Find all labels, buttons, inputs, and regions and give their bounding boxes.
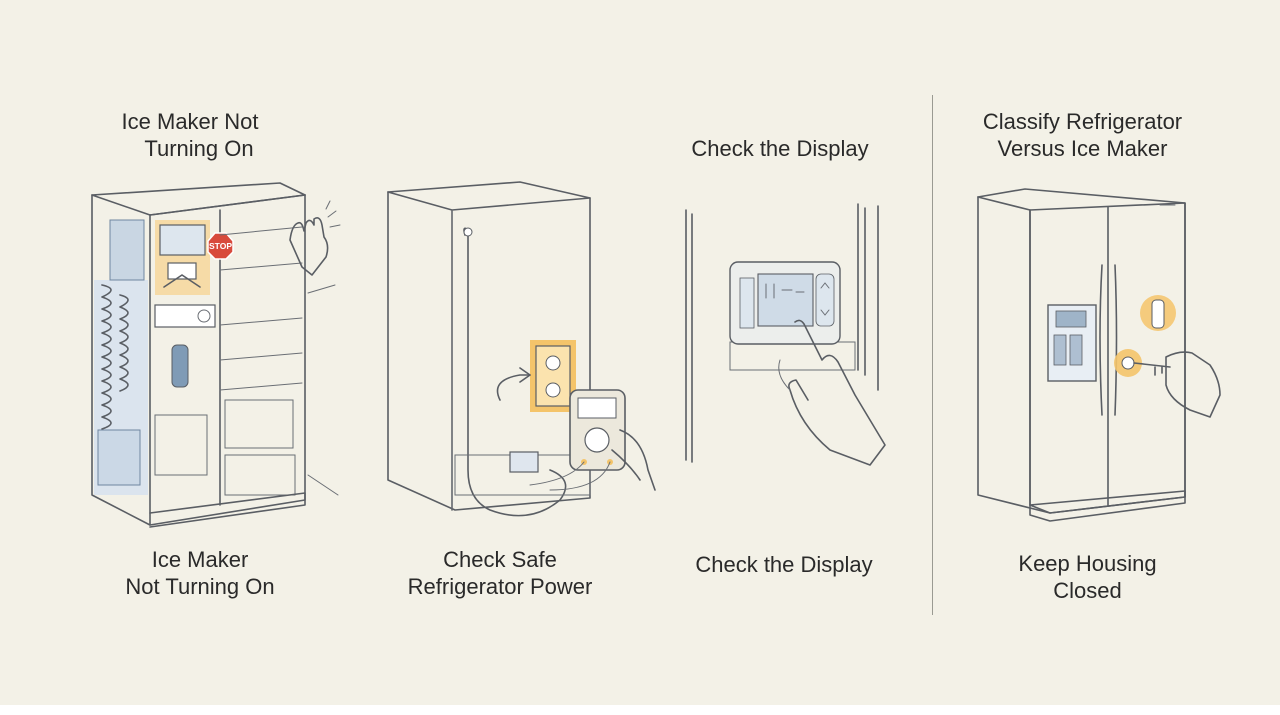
section-divider: [932, 95, 933, 615]
panel-3-top-label: Check the Display: [660, 135, 900, 162]
panel-1-top-line-2: Turning On: [144, 136, 254, 161]
hand-icon: [289, 200, 341, 276]
panel-1-bottom-line-1: Ice Maker: [151, 547, 249, 572]
stop-sign-text: STOP: [209, 241, 232, 251]
panel-3-top-line-1: Check the Display: [691, 136, 869, 161]
panel-4-top-label: Classify Refrigerator Versus Ice Maker: [955, 108, 1210, 162]
panel-2-bottom-line-1: Check Safe: [443, 547, 557, 572]
panel-4-bottom-label: Keep Housing Closed: [965, 550, 1210, 604]
panel-4-top-line-1: Classify Refrigerator: [982, 109, 1183, 134]
water-filter-icon: [1140, 295, 1176, 331]
open-refrigerator-illustration: STOP: [91, 182, 341, 528]
hand-icon: [1165, 351, 1221, 418]
hand-icon: [778, 319, 886, 466]
key-icon: [1114, 349, 1171, 377]
panel-2-bottom-line-2: Refrigerator Power: [407, 574, 593, 599]
panel-3-bottom-line-1: Check the Display: [695, 552, 873, 577]
panel-2-bottom-label: Check Safe Refrigerator Power: [370, 546, 630, 600]
panel-1-bottom-label: Ice Maker Not Turning On: [80, 546, 320, 600]
bottom-edge-strip: [0, 705, 1280, 715]
panel-4-top-line-2: Versus Ice Maker: [997, 136, 1168, 161]
panel-1-bottom-line-2: Not Turning On: [125, 574, 275, 599]
panel-1-top-label: Ice Maker Not Turning On: [70, 108, 310, 162]
panel-4-bottom-line-1: Keep Housing: [1018, 551, 1157, 576]
side-by-side-refrigerator-illustration: [977, 188, 1221, 522]
stop-sign-icon: STOP: [207, 232, 234, 260]
panel-1-top-line-1: Ice Maker Not: [121, 109, 259, 134]
outlet-icon: [530, 340, 576, 412]
refrigerator-power-illustration: [387, 181, 656, 517]
panel-4-bottom-line-2: Closed: [1053, 578, 1122, 603]
panel-3-bottom-label: Check the Display: [664, 551, 904, 578]
control-display-illustration: [685, 203, 886, 466]
